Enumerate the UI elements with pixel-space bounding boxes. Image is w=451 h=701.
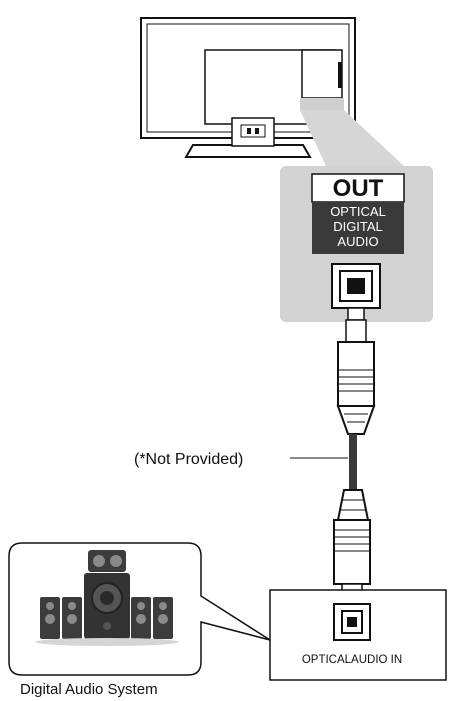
optical-port-icon bbox=[333, 603, 371, 641]
optical-plug-icon bbox=[336, 307, 376, 435]
system-caption: Digital Audio System bbox=[20, 681, 158, 698]
receiver-port-label: OPTICALAUDIO IN bbox=[302, 654, 402, 666]
optical-port-icon bbox=[331, 263, 381, 309]
speaker-system-callout bbox=[8, 542, 271, 676]
tv-icon bbox=[140, 17, 356, 158]
port-direction-label: OUT bbox=[333, 175, 384, 202]
receiver-input-panel: OPTICALAUDIO IN bbox=[269, 589, 447, 681]
cable-label: (*Not Provided) bbox=[134, 451, 243, 468]
port-name-line-3: AUDIO bbox=[337, 234, 378, 249]
port-name-line-1: OPTICAL bbox=[330, 204, 386, 219]
tv-optical-port-panel: OUT OPTICAL DIGITAL AUDIO bbox=[280, 166, 433, 322]
optical-cable bbox=[349, 434, 357, 490]
speaker-system-icon bbox=[35, 550, 179, 646]
port-name-line-2: DIGITAL bbox=[333, 219, 383, 234]
